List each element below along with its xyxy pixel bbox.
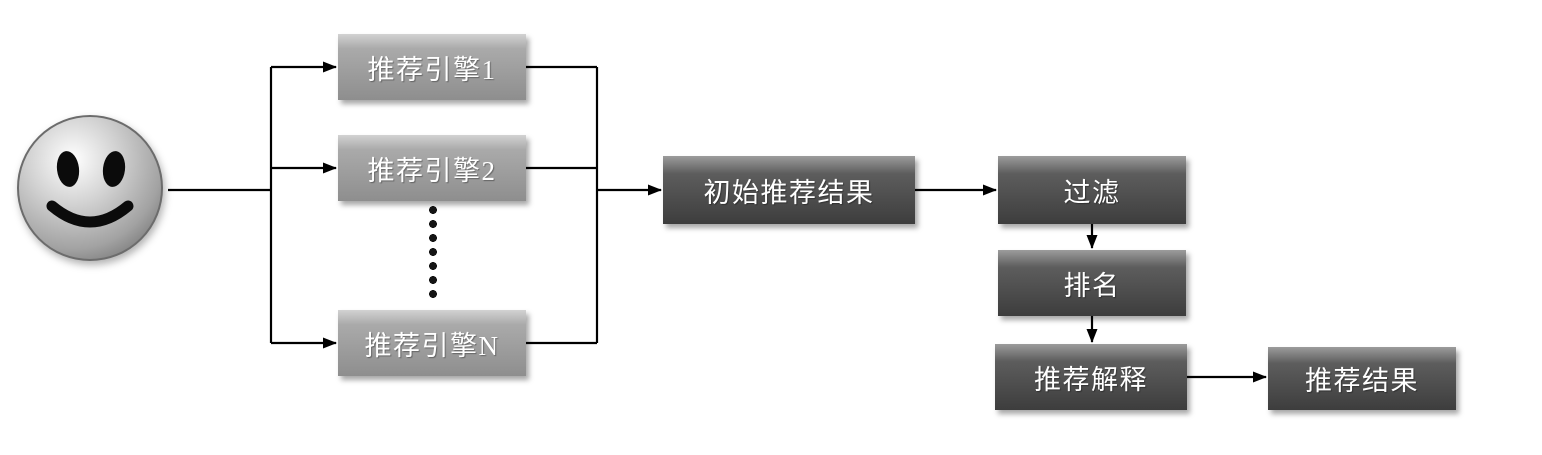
smiley-right-eye (102, 151, 126, 187)
node-ranking-label: 排名 (1063, 270, 1121, 301)
node-engine-n-label: 推荐引擎N (364, 330, 500, 361)
node-final-results: 推荐结果 (1268, 347, 1456, 410)
node-engine-1-label: 推荐引擎1 (367, 54, 497, 85)
node-explanation-label: 推荐解释 (1034, 364, 1148, 395)
node-filter-label: 过滤 (1063, 177, 1121, 208)
node-engine-n: 推荐引擎N (338, 310, 526, 376)
node-filter: 过滤 (998, 156, 1186, 224)
smiley-face-circle (17, 115, 163, 261)
node-engine-2: 推荐引擎2 (338, 135, 526, 201)
node-explanation: 推荐解释 (995, 344, 1187, 410)
node-engine-2-label: 推荐引擎2 (367, 155, 497, 186)
smiley-face-icon (17, 115, 163, 261)
node-ranking: 排名 (998, 250, 1186, 316)
smiley-left-eye (56, 151, 80, 187)
node-engine-1: 推荐引擎1 (338, 34, 526, 100)
node-initial-results: 初始推荐结果 (663, 156, 915, 224)
ellipsis-dots (428, 204, 438, 304)
smiley-mouth (46, 200, 134, 228)
node-final-results-label: 推荐结果 (1305, 366, 1419, 396)
node-initial-results-label: 初始推荐结果 (703, 177, 875, 208)
